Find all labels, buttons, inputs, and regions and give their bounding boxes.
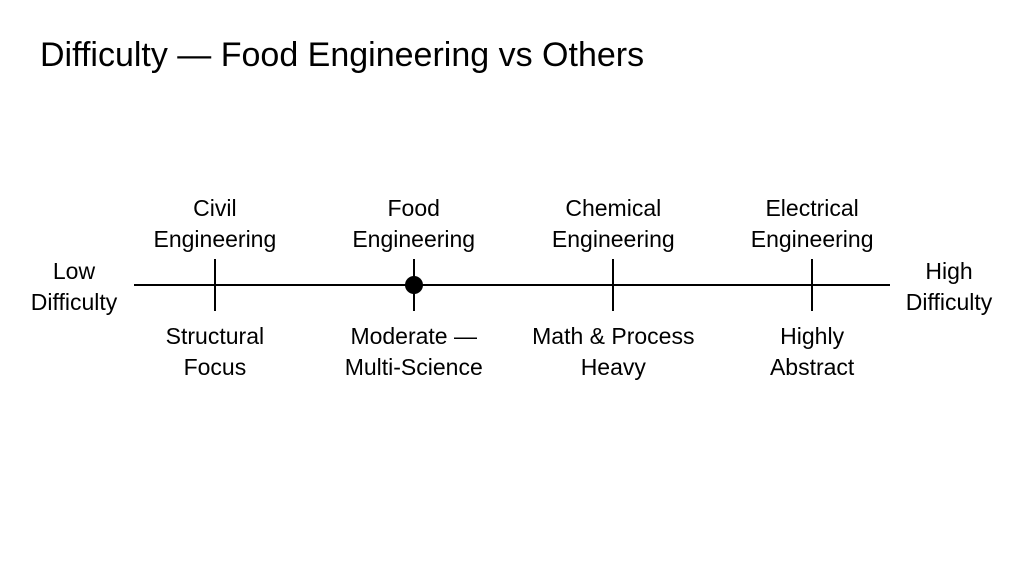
scale-point-name-line: Food (387, 195, 440, 221)
scale-point-name-line: Engineering (153, 226, 277, 252)
scale-point-note: Moderate — Multi-Science (319, 321, 509, 383)
scale-point-note-line: Focus (183, 354, 247, 380)
scale-tick (811, 259, 814, 311)
scale-tick (612, 259, 615, 311)
scale-tick (213, 259, 216, 311)
scale-point-note-line: Highly (780, 323, 845, 349)
scale-point-note-line: Structural (165, 323, 265, 349)
scale-point-name-line: Civil (193, 195, 237, 221)
page-title: Difficulty — Food Engineering vs Others (40, 36, 645, 74)
scale-point-name-line: Chemical (565, 195, 662, 221)
scale-point-note-line: Math & Process (532, 323, 695, 349)
scale-point-note-line: Moderate — (350, 323, 477, 349)
high-difficulty-label-line-2: Difficulty (905, 289, 993, 315)
scale-point-note-line: Multi-Science (344, 354, 483, 380)
scale-point-note-line: Abstract (769, 354, 855, 380)
scale-point-name-line: Engineering (750, 226, 874, 252)
scale-point-note-line: Heavy (580, 354, 646, 380)
low-difficulty-label-line-1: Low (52, 258, 96, 284)
scale-point-name-line: Electrical (765, 195, 859, 221)
high-difficulty-label-line-1: High (925, 258, 973, 284)
low-difficulty-label-line-2: Difficulty (30, 289, 118, 315)
highlight-marker (404, 276, 423, 294)
high-difficulty-label: High Difficulty (896, 256, 1002, 318)
scale-point-name-line: Engineering (352, 226, 476, 252)
difficulty-axis-line (134, 284, 890, 286)
scale-point-name-line: Engineering (551, 226, 675, 252)
low-difficulty-label: Low Difficulty (22, 256, 126, 318)
